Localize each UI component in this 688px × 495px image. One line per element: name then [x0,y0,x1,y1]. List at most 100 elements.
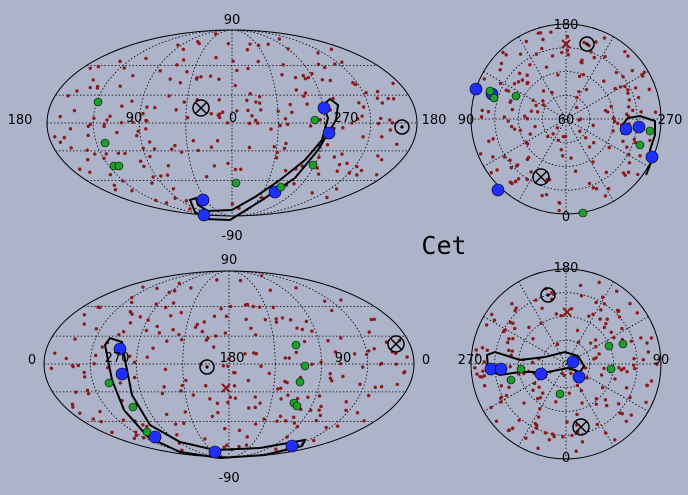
star-dot [528,132,532,136]
star-dot [508,365,512,369]
star-dot [591,160,595,164]
star-dot [269,127,273,131]
star-dot [550,54,555,58]
star-dot [626,170,631,174]
star-dot [226,161,230,166]
star-dot [335,424,340,428]
star-dot [191,138,196,143]
star-dot [361,135,365,139]
star-dot [579,294,584,298]
star-dot [253,118,258,123]
star-dot [58,114,62,119]
star-dot [507,337,511,341]
star-dot [328,376,333,380]
star-dot [550,432,555,436]
star-dot [328,78,333,83]
star-dot [556,73,560,77]
star-dot [259,108,263,112]
star-dot [341,374,345,379]
star-dot [364,90,368,95]
star-dot [611,129,615,133]
star-dot [600,385,605,390]
star-dot [70,363,75,368]
star-dot [118,381,123,385]
star-dot [512,127,517,131]
star-dot [166,163,171,168]
star-dot [283,117,288,121]
star-dot [306,395,310,399]
green-marker [516,364,526,374]
star-dot [280,73,284,77]
star-dot [555,342,560,347]
star-dot [535,423,539,427]
star-dot [344,408,348,413]
star-dot [263,317,268,322]
star-dot [145,105,149,109]
star-dot [182,421,186,426]
star-dot [631,363,636,367]
star-dot [148,154,152,159]
star-dot [498,81,503,86]
star-dot [550,90,554,95]
star-dot [531,337,535,341]
star-dot [525,142,530,146]
star-dot [324,425,328,430]
star-dot [624,386,629,390]
label-top: 180 [554,261,579,276]
star-dot [295,424,300,429]
star-dot [290,110,294,115]
star-dot [243,303,248,307]
star-dot [475,372,479,376]
pole-star-cluster-icon [562,307,572,317]
star-dot [134,433,139,438]
star-dot [361,105,366,109]
star-dot [609,330,613,335]
star-dot [330,308,334,313]
star-dot [347,171,352,175]
star-dot [171,187,176,191]
star-dot [179,150,184,154]
star-dot [304,319,309,324]
star-dot [250,114,254,118]
star-dot [632,137,636,142]
star-dot [228,395,232,399]
star-dot [246,66,250,71]
blue-marker [196,193,210,207]
star-dot [587,314,591,318]
star-dot [649,336,654,340]
star-dot [379,116,383,121]
star-dot [303,91,308,95]
star-dots [49,274,409,452]
label-top: 90 [224,13,241,28]
star-dot [648,138,652,143]
star-dot [108,172,113,177]
star-dot [587,181,592,186]
star-dot [607,145,611,150]
star-dot [254,352,258,356]
star-dot [123,151,127,156]
star-dot [245,47,250,52]
star-dot [510,302,514,306]
star-dot [96,64,101,69]
star-dot [585,376,589,380]
star-dot [142,164,146,169]
star-dot [537,385,541,389]
star-dot [394,362,398,366]
star-dot [344,400,348,404]
star-dot [518,128,523,133]
star-dot [540,46,544,51]
star-dot [130,189,134,193]
star-dot [131,73,135,78]
star-dot [613,438,617,442]
star-dot [524,436,528,440]
star-dot [130,295,134,300]
star-dot [478,152,483,156]
blue-marker [645,150,659,164]
star-dot [640,73,644,77]
star-dot [119,120,124,125]
star-dot [118,59,122,64]
star-dot [351,81,355,85]
star-dot [626,105,631,109]
star-dot [580,440,585,444]
label-left: 0 [28,353,36,368]
